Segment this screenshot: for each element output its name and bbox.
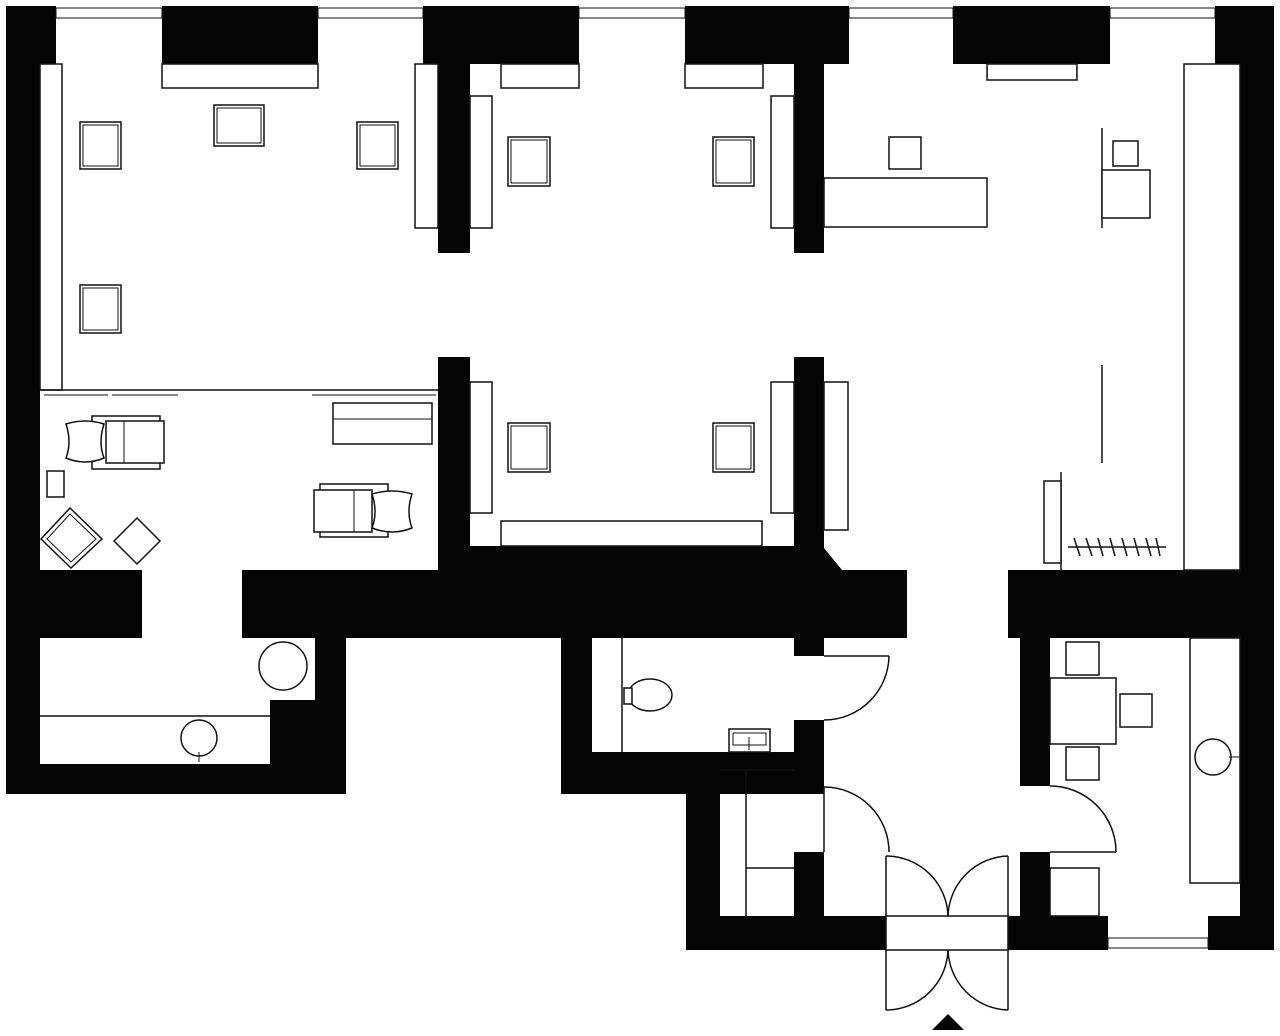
wc-door-swing <box>823 655 890 721</box>
wall-column-2-lower <box>794 357 824 587</box>
stool-icon <box>888 136 922 170</box>
ledge-col2-lower-right <box>823 381 849 531</box>
wall-mid-left <box>6 570 142 638</box>
stool-small-icon <box>46 470 65 498</box>
wall-wc-right-b <box>794 720 824 788</box>
boiler-circle-icon <box>258 641 308 691</box>
entrance-door-swing-right-in <box>947 855 1009 917</box>
salon-chair-icon <box>313 483 413 538</box>
wall-column-2-upper <box>794 6 824 253</box>
wall-br-left-a <box>1020 600 1050 786</box>
wall-top-pillar-3 <box>685 6 849 64</box>
desk-small <box>1101 169 1151 219</box>
armchair-icon <box>712 422 755 473</box>
consult-room-lower <box>507 422 755 473</box>
armchair-icon <box>213 104 265 147</box>
wall-top-pillar-4 <box>953 6 1110 64</box>
ledge-top-2 <box>500 63 580 89</box>
window-top-5 <box>1109 7 1216 19</box>
coat-rack-icon <box>1068 537 1166 557</box>
stool-icon <box>1065 746 1100 781</box>
window-top-1 <box>55 7 163 19</box>
storage-room <box>720 769 890 916</box>
waiting-area <box>40 104 438 396</box>
ledge-col2-left <box>770 95 795 229</box>
wall-bl-step <box>270 700 346 794</box>
ledge-room-bottom <box>500 520 763 547</box>
stool-icon <box>1119 693 1153 728</box>
window-top-2 <box>317 7 424 19</box>
wall-right <box>1240 6 1274 950</box>
ledge-col1-lower-right <box>469 381 493 514</box>
office-table <box>1049 677 1117 745</box>
wall-br-bottom-b <box>1208 916 1274 950</box>
ledge-right-wall <box>1183 63 1241 571</box>
office-door-swing <box>1049 785 1117 853</box>
stool-icon <box>1065 641 1100 676</box>
sink-circle-icon <box>180 719 218 757</box>
ledge-top-1 <box>161 63 319 89</box>
windows <box>55 7 1216 949</box>
window-bottom-right <box>1107 937 1209 949</box>
window-top-3 <box>578 7 686 19</box>
armchair-icon <box>712 136 755 187</box>
office-cabinet <box>1049 867 1100 917</box>
ledge-top-4 <box>986 63 1078 81</box>
wardrobe-door <box>1043 480 1062 564</box>
wall-store-right <box>794 852 824 950</box>
wall-mid-right <box>1008 570 1274 638</box>
armchair-icon <box>507 422 551 473</box>
ledge-col1-right <box>469 95 493 229</box>
washbasin-icon <box>728 728 771 753</box>
entrance-door-swing-right-out <box>947 949 1009 1011</box>
wall-column-1-lower <box>438 357 470 587</box>
ledge-col2-lower-left <box>770 381 795 514</box>
office-room <box>1049 641 1240 917</box>
entrance-door-swing-left-out <box>885 949 949 1011</box>
sink-circle-icon <box>1194 738 1232 776</box>
reception-desk <box>823 177 988 228</box>
stool-icon <box>1112 140 1139 167</box>
storage-door-swing <box>823 786 890 853</box>
ledge-col1-left <box>414 63 439 229</box>
armchair-icon <box>79 121 122 170</box>
wall-br-bottom-a <box>1008 916 1108 950</box>
consult-room-upper <box>507 136 755 187</box>
armchair-icon <box>507 136 551 187</box>
ledge-top-3 <box>684 63 764 89</box>
wall-top-corner-left <box>6 6 56 64</box>
wc-room <box>621 638 890 753</box>
cabinet <box>332 402 433 445</box>
wall-top-pillar-1 <box>162 6 318 64</box>
entrance-triangle-icon <box>932 1014 964 1030</box>
entrance-threshold <box>885 915 1009 951</box>
diamond-stool-icon <box>112 516 162 566</box>
armchair-icon <box>356 121 399 170</box>
diamond-chair-icon <box>39 506 104 570</box>
utility-room <box>40 641 308 762</box>
toilet-icon <box>623 678 673 712</box>
wall-mid-chamfer <box>824 548 842 570</box>
salon-chair-icon <box>65 415 165 470</box>
wall-column-1-upper <box>438 6 470 253</box>
entrance-door-swing-left-in <box>885 855 949 917</box>
wall-store-bottom <box>686 916 886 950</box>
reception <box>823 128 1166 570</box>
window-top-4 <box>848 7 954 19</box>
wall-left <box>6 6 40 794</box>
walls <box>6 6 1274 1030</box>
salon-area <box>39 402 433 570</box>
armchair-icon <box>79 284 122 334</box>
ledge-left-wall <box>39 63 63 391</box>
entrance-door <box>885 855 1009 1011</box>
wall-mid-room-bottom <box>470 546 794 576</box>
wall-wc-right-a <box>794 600 824 656</box>
